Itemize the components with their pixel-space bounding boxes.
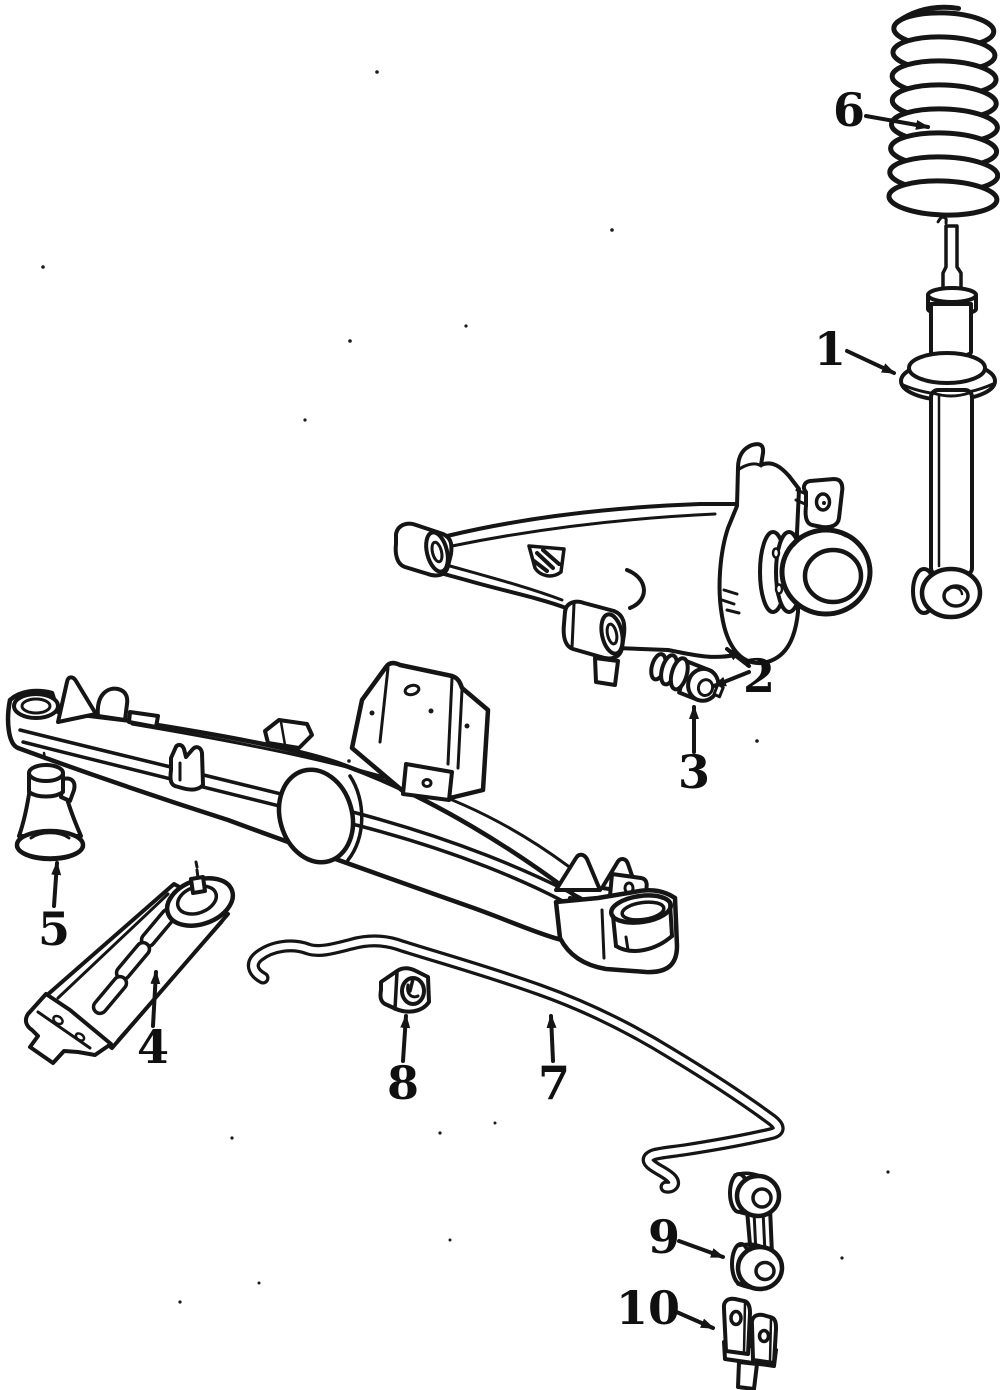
callout-3[interactable]: 3 [678,705,710,799]
callout-2-label[interactable]: 2 [743,649,775,703]
subframe-wing-bracket [56,675,98,724]
stabilizer-link [728,1171,785,1292]
callout-5-label[interactable]: 5 [38,902,70,956]
callout-4-label[interactable]: 4 [137,1020,169,1074]
shock-body [929,388,974,577]
diff-mount-bracket [349,660,491,802]
subframe [5,660,680,975]
shock-rod [941,224,963,295]
callout-2[interactable]: 2 [712,647,775,703]
callout-1[interactable]: 1 [814,322,896,376]
callout-7-label[interactable]: 7 [538,1056,570,1110]
callout-8[interactable]: 8 [387,1014,419,1110]
callout-1-label[interactable]: 1 [814,322,846,376]
shock-absorber [899,224,997,620]
bracket-foot [23,992,113,1065]
callouts: 1 2 3 4 5 6 7 8 [38,83,930,1335]
trailing-arm-body [442,502,746,659]
subframe-center-opening [276,767,356,865]
shock-collar [926,286,978,304]
stabilizer-bar [246,934,785,1194]
stabilizer-bar-bushing [378,966,431,1014]
callout-4[interactable]: 4 [137,970,169,1074]
trailing-arm-bushing [649,652,725,703]
photocopy-specks [41,70,890,1304]
callout-8-label[interactable]: 8 [387,1056,419,1110]
support-bracket [23,860,236,1065]
trailing-arm [393,442,873,687]
subframe-gusset [554,852,602,892]
callout-6-label[interactable]: 6 [833,83,865,137]
subframe-mount [14,763,86,862]
callout-7[interactable]: 7 [538,1014,570,1110]
hub-carrier [717,442,873,666]
callout-10-label[interactable]: 10 [616,1281,680,1335]
spring-end-coil [894,4,962,25]
callout-5[interactable]: 5 [38,861,70,956]
callout-9-label[interactable]: 9 [648,1210,680,1264]
stabilizer-bar-bracket [721,1296,778,1390]
shock-upper-cylinder [929,302,973,359]
callout-9[interactable]: 9 [648,1210,725,1264]
callout-6[interactable]: 6 [833,83,930,137]
callout-3-label[interactable]: 3 [678,745,710,799]
callout-10[interactable]: 10 [616,1281,715,1335]
coil-spring [886,4,1000,225]
